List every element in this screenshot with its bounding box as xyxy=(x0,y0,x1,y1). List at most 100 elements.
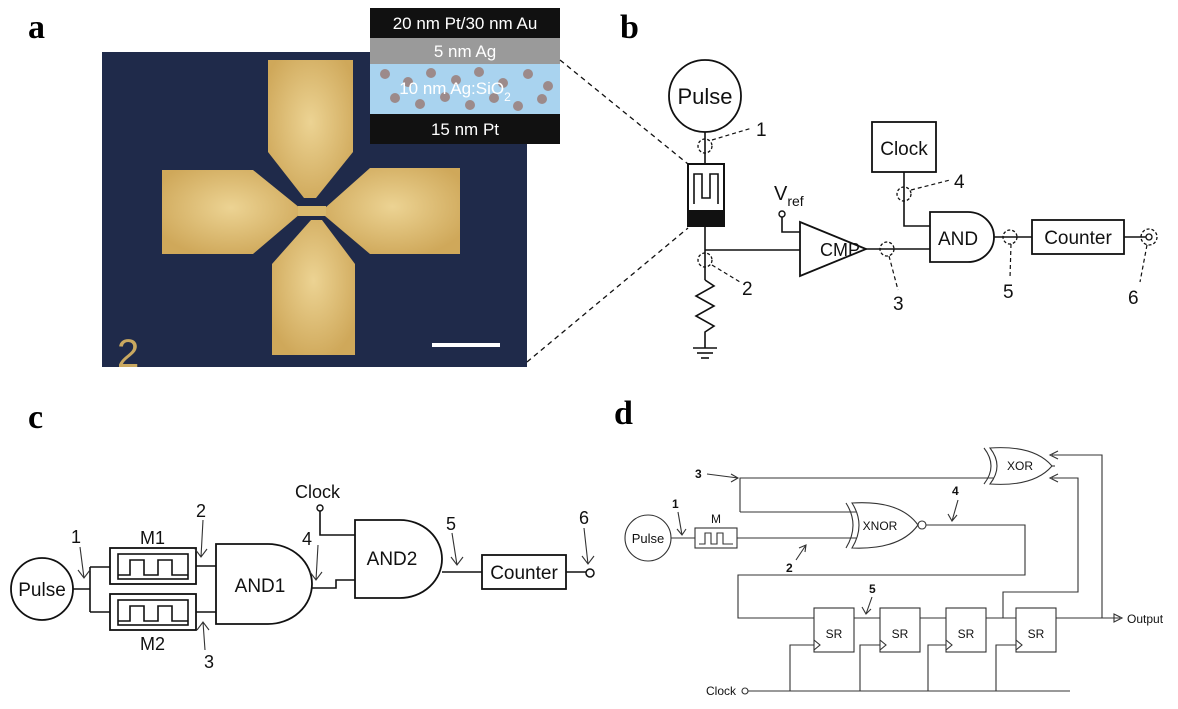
crossbar-junction xyxy=(298,206,326,216)
wire-vref-cmp xyxy=(781,217,800,233)
probe-d-1-arrow xyxy=(676,511,687,536)
probe-c-6-label: 6 xyxy=(579,508,589,528)
memristor-m-symbol xyxy=(699,532,733,545)
panel-letter-c: c xyxy=(28,399,43,436)
output-arrow xyxy=(1113,613,1124,623)
wire-xnor-sr1 xyxy=(737,524,1026,619)
layer-pt xyxy=(370,114,560,144)
probe-3-leader xyxy=(888,255,899,291)
layer-top xyxy=(370,8,560,38)
xnor-bubble xyxy=(917,520,927,530)
sr-block-1 xyxy=(813,607,855,653)
clock-b xyxy=(871,121,937,173)
layer-ag-label: 5 nm Ag xyxy=(434,42,496,61)
pulse-label: Pulse xyxy=(677,84,732,109)
sr-block-2 xyxy=(879,607,921,653)
ag-particles xyxy=(380,67,553,111)
pulse-d-label: Pulse xyxy=(632,531,665,546)
vref-terminal xyxy=(778,210,786,218)
probe-6-leader xyxy=(1139,244,1148,283)
layer-ag xyxy=(370,38,560,64)
layer-agsio2-label: 10 nm Ag:SiO2 xyxy=(399,79,511,104)
sr-4-label: SR xyxy=(1028,627,1045,641)
layer-pt-label: 15 nm Pt xyxy=(431,120,499,139)
device-number: 2 xyxy=(117,332,139,376)
counter-c-label: Counter xyxy=(490,563,558,584)
xnor-input-curve xyxy=(845,502,854,549)
probe-c-4-label: 4 xyxy=(302,529,312,549)
sr-block-3 xyxy=(945,607,987,653)
sr-2-clock-marker xyxy=(879,639,887,651)
wire-output-xor xyxy=(1052,454,1103,618)
bottom-electrode xyxy=(272,220,355,355)
m1-label: M1 xyxy=(140,528,165,548)
panel-b: b Pulse 1 2 Vref CMP xyxy=(620,9,1158,359)
zoom-line-top xyxy=(559,59,689,165)
load-resistor xyxy=(694,279,716,348)
probe-6 xyxy=(1140,228,1158,246)
probe-2 xyxy=(697,252,713,268)
wire-clock-sr4 xyxy=(995,644,1016,691)
cmp-label: CMP xyxy=(820,240,860,260)
probe-d-1-label: 1 xyxy=(672,497,679,511)
probe-c-5-label: 5 xyxy=(446,514,456,534)
vref-label: Vref xyxy=(774,183,804,209)
xor-label: XOR xyxy=(1007,459,1033,473)
left-electrode xyxy=(162,170,300,254)
xor-in-arrow-2 xyxy=(1048,473,1059,483)
memristor-symbol xyxy=(693,173,719,204)
wire-sr3-xor xyxy=(1002,477,1079,618)
memristor-m xyxy=(694,527,738,549)
sr-1-label: SR xyxy=(826,627,843,641)
memristor-polarity-bar xyxy=(688,210,724,226)
and2-gate xyxy=(354,519,443,599)
and2-label: AND2 xyxy=(367,549,418,570)
wire-clock-sr1 xyxy=(789,644,814,691)
probe-2-label: 2 xyxy=(742,279,753,300)
scale-bar xyxy=(432,343,500,347)
xor-in-arrow-1 xyxy=(1048,450,1059,460)
sr-3-clock-marker xyxy=(945,639,953,651)
probe-d-4-arrow xyxy=(947,499,959,522)
clock-d-label: Clock xyxy=(706,684,737,698)
layer-stack-inset: 20 nm Pt/30 nm Au 5 nm Ag 10 nm Ag:SiO2 … xyxy=(370,8,560,144)
xor-input-curve xyxy=(983,447,992,485)
output-label: Output xyxy=(1127,612,1164,626)
probe-arrow-2 xyxy=(194,519,208,558)
probe-3 xyxy=(879,241,895,257)
right-electrode xyxy=(325,168,460,254)
clock-c-label: Clock xyxy=(295,482,341,502)
clock-c-terminal xyxy=(316,504,324,512)
and1-gate xyxy=(215,543,313,625)
zoom-line-bottom xyxy=(526,227,689,363)
wire-3-xor xyxy=(739,477,1010,512)
and-gate-b xyxy=(929,211,995,263)
probe-2-leader xyxy=(711,264,741,283)
m2-label: M2 xyxy=(140,634,165,654)
sr-1-clock-marker xyxy=(813,639,821,651)
sr-block-4 xyxy=(1015,607,1057,653)
probe-d-2-label: 2 xyxy=(786,561,793,575)
probe-4-label: 4 xyxy=(954,172,965,193)
probe-3-label: 3 xyxy=(893,294,904,315)
output-terminal-b xyxy=(1145,233,1153,241)
clock-b-label: Clock xyxy=(880,139,928,160)
probe-d-2-arrow xyxy=(795,544,807,561)
comparator xyxy=(799,220,869,278)
probe-c-2-label: 2 xyxy=(196,501,206,521)
probe-d-3-label: 3 xyxy=(695,467,702,481)
wire-clock-sr2 xyxy=(859,644,880,691)
probe-5-label: 5 xyxy=(1003,282,1014,303)
m-label: M xyxy=(711,512,721,526)
probe-arrow-3 xyxy=(196,621,210,651)
xnor-gate xyxy=(851,502,919,549)
wire-clock-and xyxy=(903,172,930,227)
memristor-m2-symbol xyxy=(118,605,188,622)
probe-c-3-label: 3 xyxy=(204,652,214,672)
probe-1 xyxy=(697,138,713,154)
probe-arrow-6 xyxy=(581,527,595,565)
probe-c-1-label: 1 xyxy=(71,527,81,547)
probe-4-leader xyxy=(910,179,951,191)
pulse-c-label: Pulse xyxy=(18,580,66,601)
layer-top-label: 20 nm Pt/30 nm Au xyxy=(393,14,538,33)
